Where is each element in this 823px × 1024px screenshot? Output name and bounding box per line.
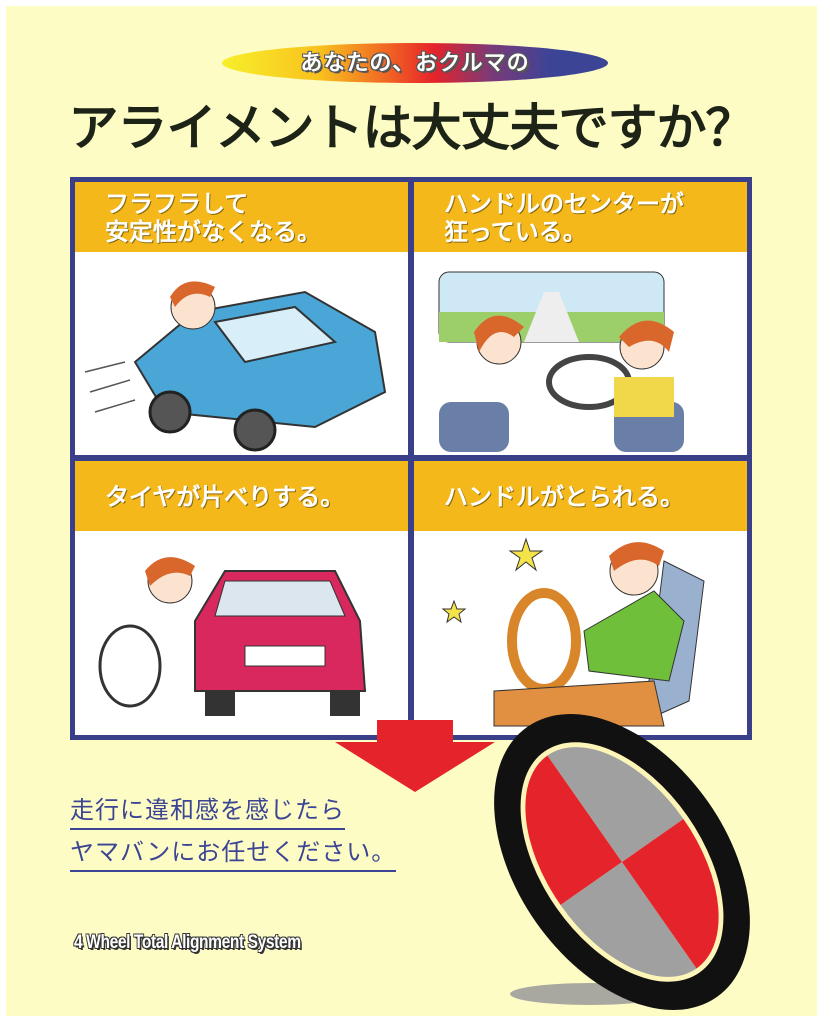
panel-caption: ハンドルがとられる。 — [414, 461, 747, 531]
cta-line-2: ヤマバンにお任せください。 — [70, 836, 397, 872]
panel-off-center-steering: ハンドルのセンターが 狂っている。 — [414, 182, 747, 455]
caption-line: 狂っている。 — [444, 218, 587, 246]
subtitle: あなたの、おクルマの — [300, 51, 530, 76]
down-arrow-icon — [335, 720, 495, 792]
swerving-car-illustration — [84, 281, 387, 452]
caption-line: タイヤが片べりする。 — [105, 483, 345, 511]
panel-caption: タイヤが片べりする。 — [75, 461, 408, 531]
caption-line: ハンドルのセンターが — [444, 190, 684, 218]
panel-unstable: フラフラして 安定性がなくなる。 — [75, 182, 408, 455]
subtitle-gradient-pill — [222, 43, 608, 83]
worn-tire-car-illustration — [98, 557, 367, 716]
panel-caption: ハンドルのセンターが 狂っている。 — [414, 182, 747, 252]
panel-caption: フラフラして 安定性がなくなる。 — [75, 182, 408, 252]
tire-wheel-logo-icon — [494, 714, 750, 1010]
driver-and-passenger-illustration — [438, 271, 684, 452]
caption-line: 安定性がなくなる。 — [105, 218, 321, 246]
panel-uneven-tire-wear: タイヤが片べりする。 — [75, 461, 408, 735]
panel-steering-pull: ハンドルがとられる。 — [414, 461, 747, 735]
cta-line-1: 走行に違和感を感じたら — [70, 794, 345, 830]
caption-line: フラフラして — [105, 190, 249, 218]
illustration-grid: フラフラして 安定性がなくなる。 ハンドルのセンターが 狂っている。 — [70, 177, 752, 740]
page-title: アライメントは大丈夫ですか？ — [68, 98, 756, 157]
caption-line: ハンドルがとられる。 — [444, 483, 684, 511]
driver-gripping-wheel-illustration — [441, 537, 705, 727]
system-name: 4 Wheel Total Alignment System — [74, 932, 301, 953]
